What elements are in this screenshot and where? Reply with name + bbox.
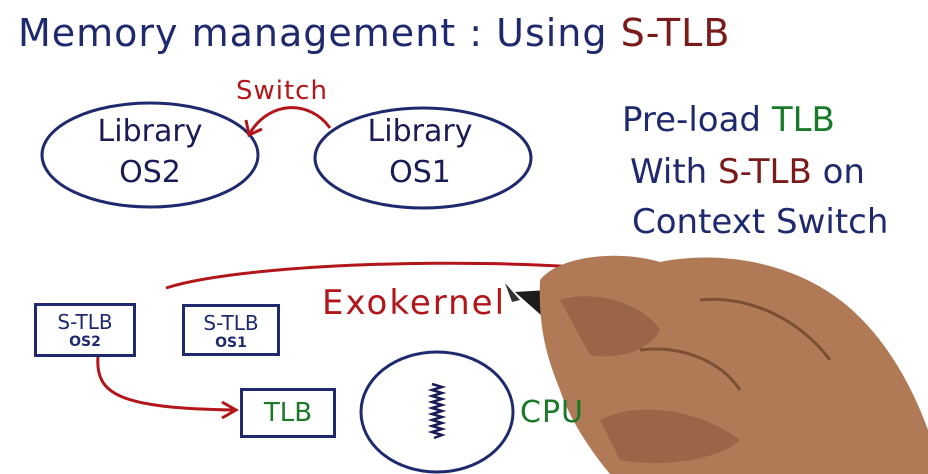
switch-label: Switch <box>236 76 328 106</box>
switch-arrowhead <box>244 119 263 138</box>
title-accent: S-TLB <box>620 11 731 55</box>
note-on: on <box>822 152 865 192</box>
cpu-circle <box>359 350 515 474</box>
stlb-os1-line1: S-TLB <box>203 311 259 335</box>
hand-with-pen-image <box>505 255 928 474</box>
note-line-1: Pre-load TLB <box>622 100 835 140</box>
library-os1-line1: Library <box>367 114 473 149</box>
switch-arrow <box>248 106 332 134</box>
note-stlb: S-TLB <box>718 152 812 192</box>
library-os1-label: Library OS1 <box>330 112 510 193</box>
note-line-3: Context Switch <box>632 202 889 242</box>
library-os1-line2: OS1 <box>389 154 451 190</box>
library-os2-oval <box>40 101 260 209</box>
page-title: Memory management : Using S-TLB <box>18 14 730 52</box>
title-main: Memory management : Using <box>18 11 608 55</box>
note-preload: Pre-load <box>622 100 761 140</box>
stlb-os2-box: S-TLB OS2 <box>34 303 136 357</box>
exokernel-label: Exokernel <box>322 283 507 323</box>
library-os2-label: Library OS2 <box>60 112 240 193</box>
cpu-squiggle <box>427 382 447 440</box>
library-os2-line1: Library <box>97 114 203 149</box>
stlb-os2-line1: S-TLB <box>57 310 113 334</box>
stlb-os2-line2: OS2 <box>69 334 101 350</box>
stlb-os1-box: S-TLB OS1 <box>182 304 280 356</box>
library-os2-line2: OS2 <box>119 154 181 190</box>
library-os1-oval <box>313 106 533 210</box>
cpu-label: CPU <box>520 395 584 430</box>
tlb-box: TLB <box>240 388 336 438</box>
stlb-os1-line2: OS1 <box>215 335 247 351</box>
note-line-2: With S-TLB on <box>630 152 865 192</box>
note-with: With <box>630 152 708 192</box>
note-tlb: TLB <box>771 100 835 140</box>
stlb-to-tlb-arrow <box>96 355 235 412</box>
stlb-to-tlb-arrowhead <box>221 400 240 420</box>
